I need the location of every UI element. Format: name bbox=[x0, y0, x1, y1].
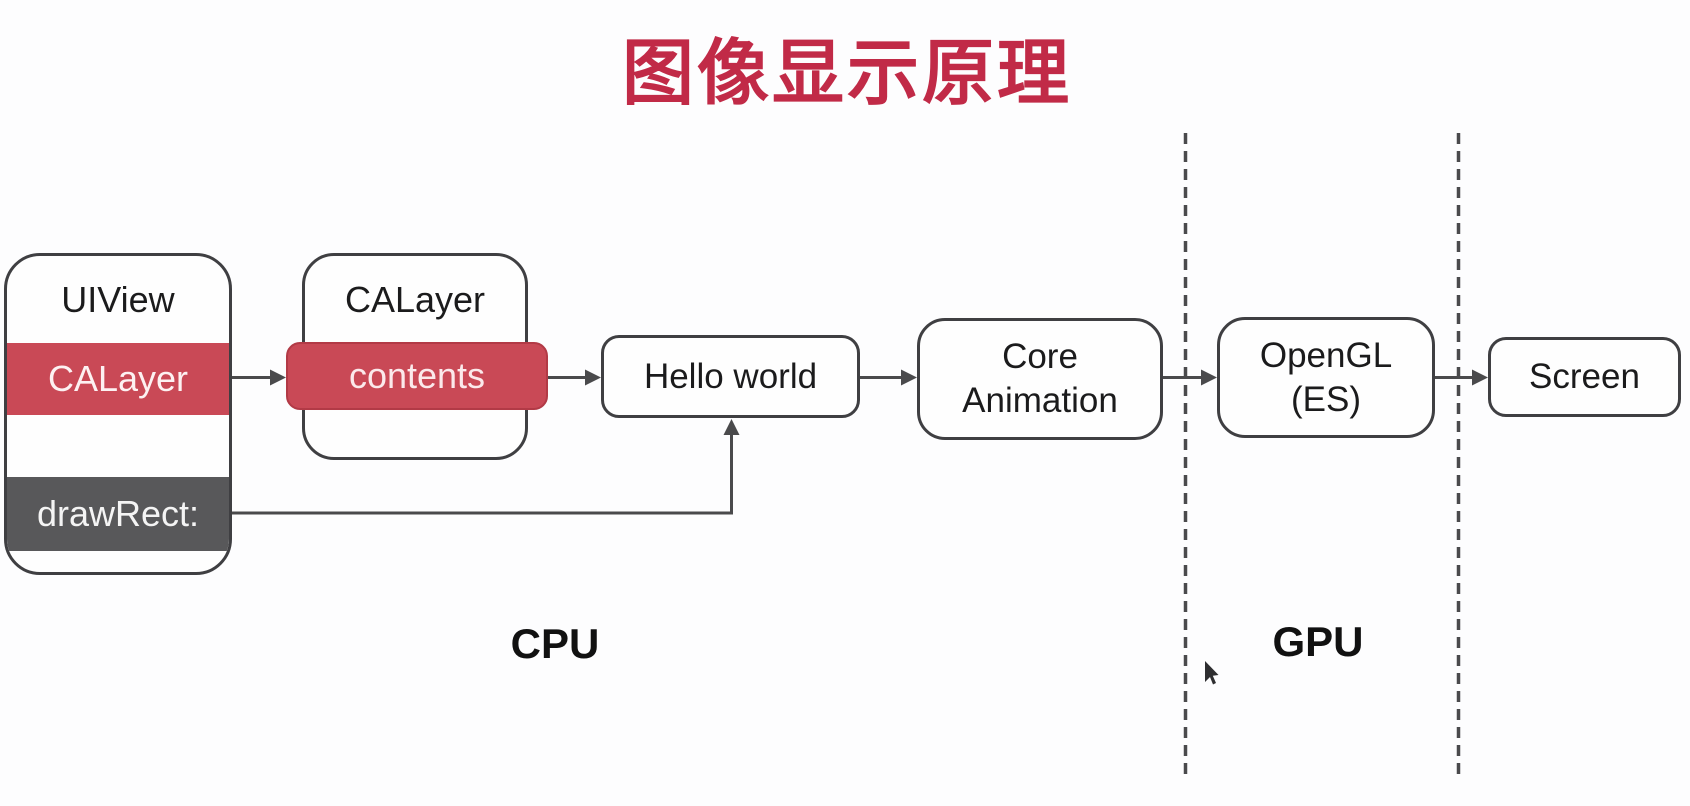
opengl-label-line1: OpenGL bbox=[1259, 335, 1393, 375]
screen-label: Screen bbox=[1529, 357, 1640, 397]
mouse-cursor-icon bbox=[1205, 661, 1219, 685]
uiview-spacer bbox=[7, 415, 229, 477]
arrow-opengl-to-screen bbox=[1435, 369, 1488, 386]
core-animation-node: Core Animation bbox=[917, 318, 1163, 440]
uiview-calayer-band-label: CALayer bbox=[47, 358, 189, 399]
core-animation-label-line1: Core bbox=[1002, 337, 1078, 377]
calayer-label: CALayer bbox=[344, 279, 486, 320]
opengl-label-line2: (ES) bbox=[1291, 379, 1361, 419]
opengl-node: OpenGL (ES) bbox=[1217, 317, 1435, 438]
uiview-drawrect-band-label: drawRect: bbox=[36, 493, 200, 534]
screen-node: Screen bbox=[1488, 337, 1681, 417]
uiview-calayer-band: CALayer bbox=[7, 343, 229, 415]
arrow-coreanimation-to-opengl bbox=[1163, 369, 1217, 386]
hello-world-label: Hello world bbox=[643, 356, 818, 396]
uiview-node: UIView CALayer drawRect: bbox=[4, 253, 232, 575]
calayer-contents-band: contents bbox=[286, 342, 548, 410]
arrow-contents-to-helloworld bbox=[548, 369, 601, 386]
uiview-label: UIView bbox=[61, 278, 175, 320]
page-title: 图像显示原理 bbox=[622, 34, 1073, 114]
gpu-zone-label: GPU bbox=[1272, 618, 1364, 665]
uiview-drawrect-band: drawRect: bbox=[7, 477, 229, 551]
core-animation-label-line2: Animation bbox=[962, 381, 1118, 420]
cpu-zone-label: CPU bbox=[510, 620, 600, 667]
calayer-contents-label: contents bbox=[348, 355, 486, 396]
hello-world-node: Hello world bbox=[601, 335, 860, 418]
arrow-helloworld-to-coreanimation bbox=[860, 369, 917, 386]
arrow-uiview-to-contents bbox=[230, 369, 286, 386]
